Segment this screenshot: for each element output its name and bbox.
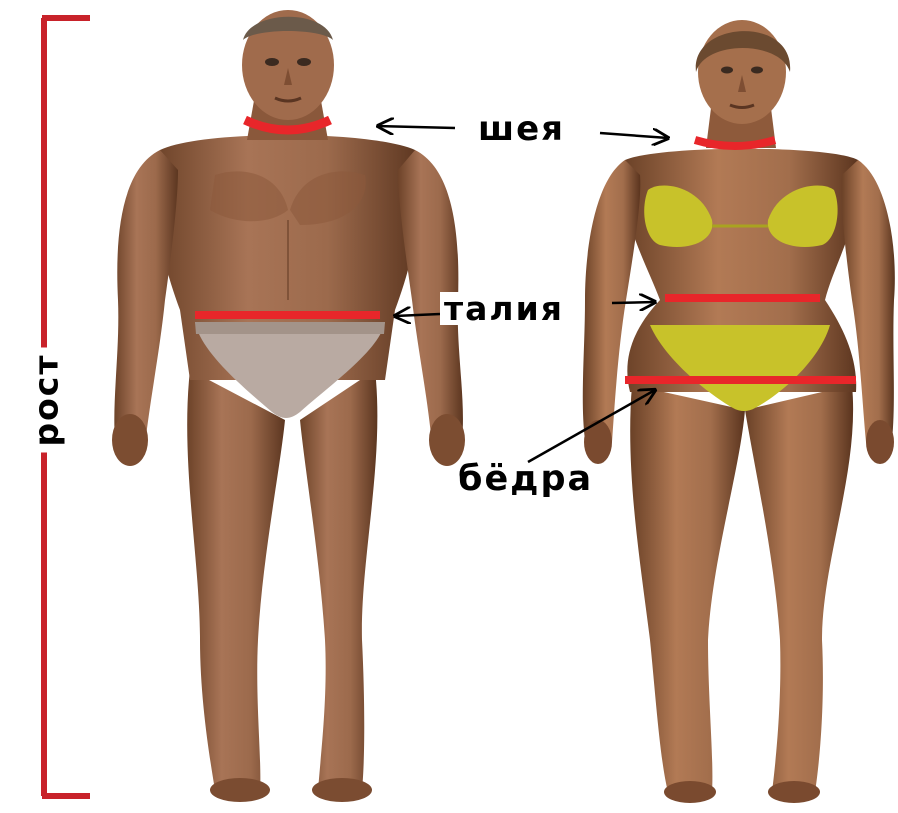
waist-arrow-right	[612, 302, 655, 303]
label-hips: бёдра	[458, 462, 593, 497]
female-figure	[583, 20, 895, 803]
label-waist: талия	[440, 292, 568, 325]
neck-arrow-left	[378, 126, 455, 128]
label-height: рост	[30, 348, 63, 453]
label-neck: шея	[478, 112, 565, 146]
neck-arrow-right	[600, 133, 668, 138]
